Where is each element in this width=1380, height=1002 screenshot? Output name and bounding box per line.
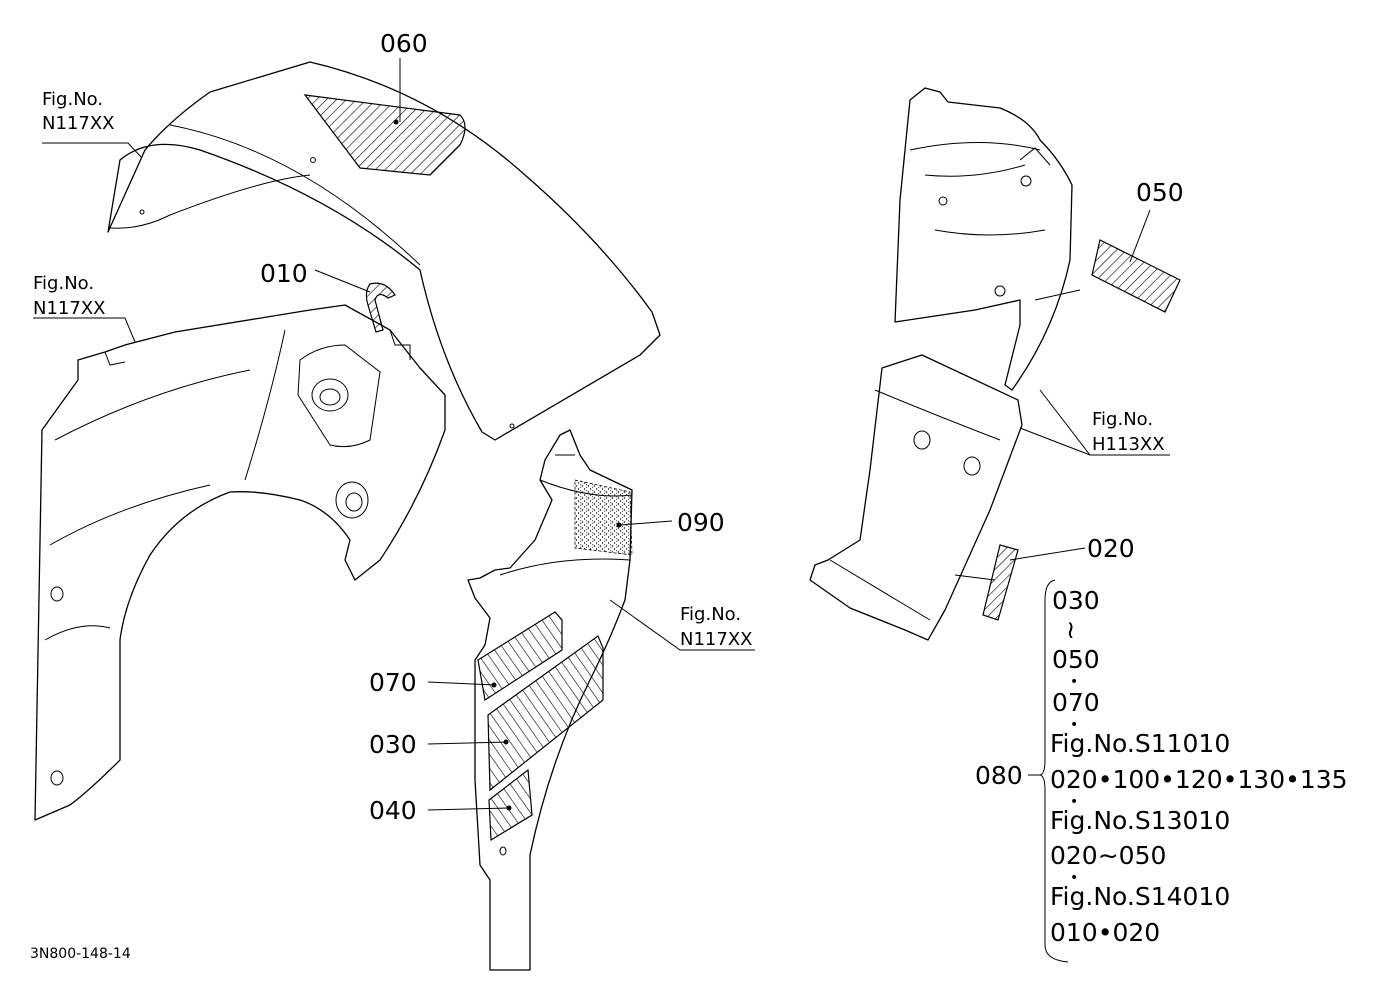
part-070-decal: [477, 611, 563, 701]
part-050-decal: [1091, 239, 1181, 313]
fig-ref-1-heading: Fig.No.: [42, 89, 103, 110]
list-line-10: Fig.No.S13010: [1050, 806, 1230, 835]
label-040: 040: [369, 796, 417, 825]
list-line-1: 030: [1052, 586, 1100, 615]
fig-ref-3-code: N117XX: [680, 629, 752, 650]
right-upper-panel: [894, 87, 1181, 391]
right-lower-panel: [809, 354, 1023, 641]
list-line-14: 010•020: [1050, 918, 1160, 947]
list-line-9: •: [1070, 794, 1078, 810]
list-line-4: •: [1070, 674, 1078, 690]
label-080: 080: [975, 761, 1023, 790]
fig-ref-1-code: N117XX: [42, 113, 114, 134]
list-line-2: ≀: [1066, 615, 1075, 644]
part-090-decal: [574, 479, 633, 556]
label-090: 090: [677, 508, 725, 537]
label-060: 060: [380, 29, 428, 58]
leader-lines: [33, 58, 1170, 811]
part-030-decal: [487, 635, 604, 792]
leader-dots: [393, 119, 622, 811]
fig-ref-4-heading: Fig.No.: [1092, 409, 1153, 430]
list-line-7: Fig.No.S11010: [1050, 729, 1230, 758]
fig-ref-2-code: N117XX: [33, 298, 105, 319]
left-fender: [34, 282, 446, 821]
label-070: 070: [369, 668, 417, 697]
list-line-6: •: [1070, 717, 1078, 733]
diagram-code: 3N800-148-14: [30, 946, 131, 962]
fig-ref-4-code: H113XX: [1092, 434, 1165, 455]
fig-references: Fig.No. N117XX Fig.No. N117XX Fig.No. N1…: [33, 89, 1165, 650]
label-030: 030: [369, 730, 417, 759]
label-050: 050: [1136, 178, 1184, 207]
part-040-decal: [488, 768, 533, 842]
list-line-3: 050: [1052, 645, 1100, 674]
front-panel: [467, 429, 633, 971]
list-line-13: Fig.No.S14010: [1050, 882, 1230, 911]
list-line-5: 070: [1052, 688, 1100, 717]
part-060-decal: [303, 94, 466, 176]
label-010: 010: [260, 259, 308, 288]
part-020-decal: [982, 544, 1019, 621]
label-020: 020: [1087, 534, 1135, 563]
hood-panel: [107, 61, 661, 441]
part-labels: 060 010 050 090 020 070 030 040 080: [260, 29, 1184, 825]
list-line-11: 020∼050: [1050, 841, 1166, 870]
part-010-decal: [365, 282, 396, 333]
list-line-8: 020•100•120•130•135: [1050, 765, 1348, 794]
fig-ref-2-heading: Fig.No.: [33, 273, 94, 294]
list-bracket: [1039, 579, 1069, 963]
bracket-list: 030 ≀ 050 • 070 • Fig.No.S11010 020•100•…: [1050, 586, 1348, 947]
list-line-12: •: [1070, 870, 1078, 886]
fig-ref-3-heading: Fig.No.: [680, 604, 741, 625]
